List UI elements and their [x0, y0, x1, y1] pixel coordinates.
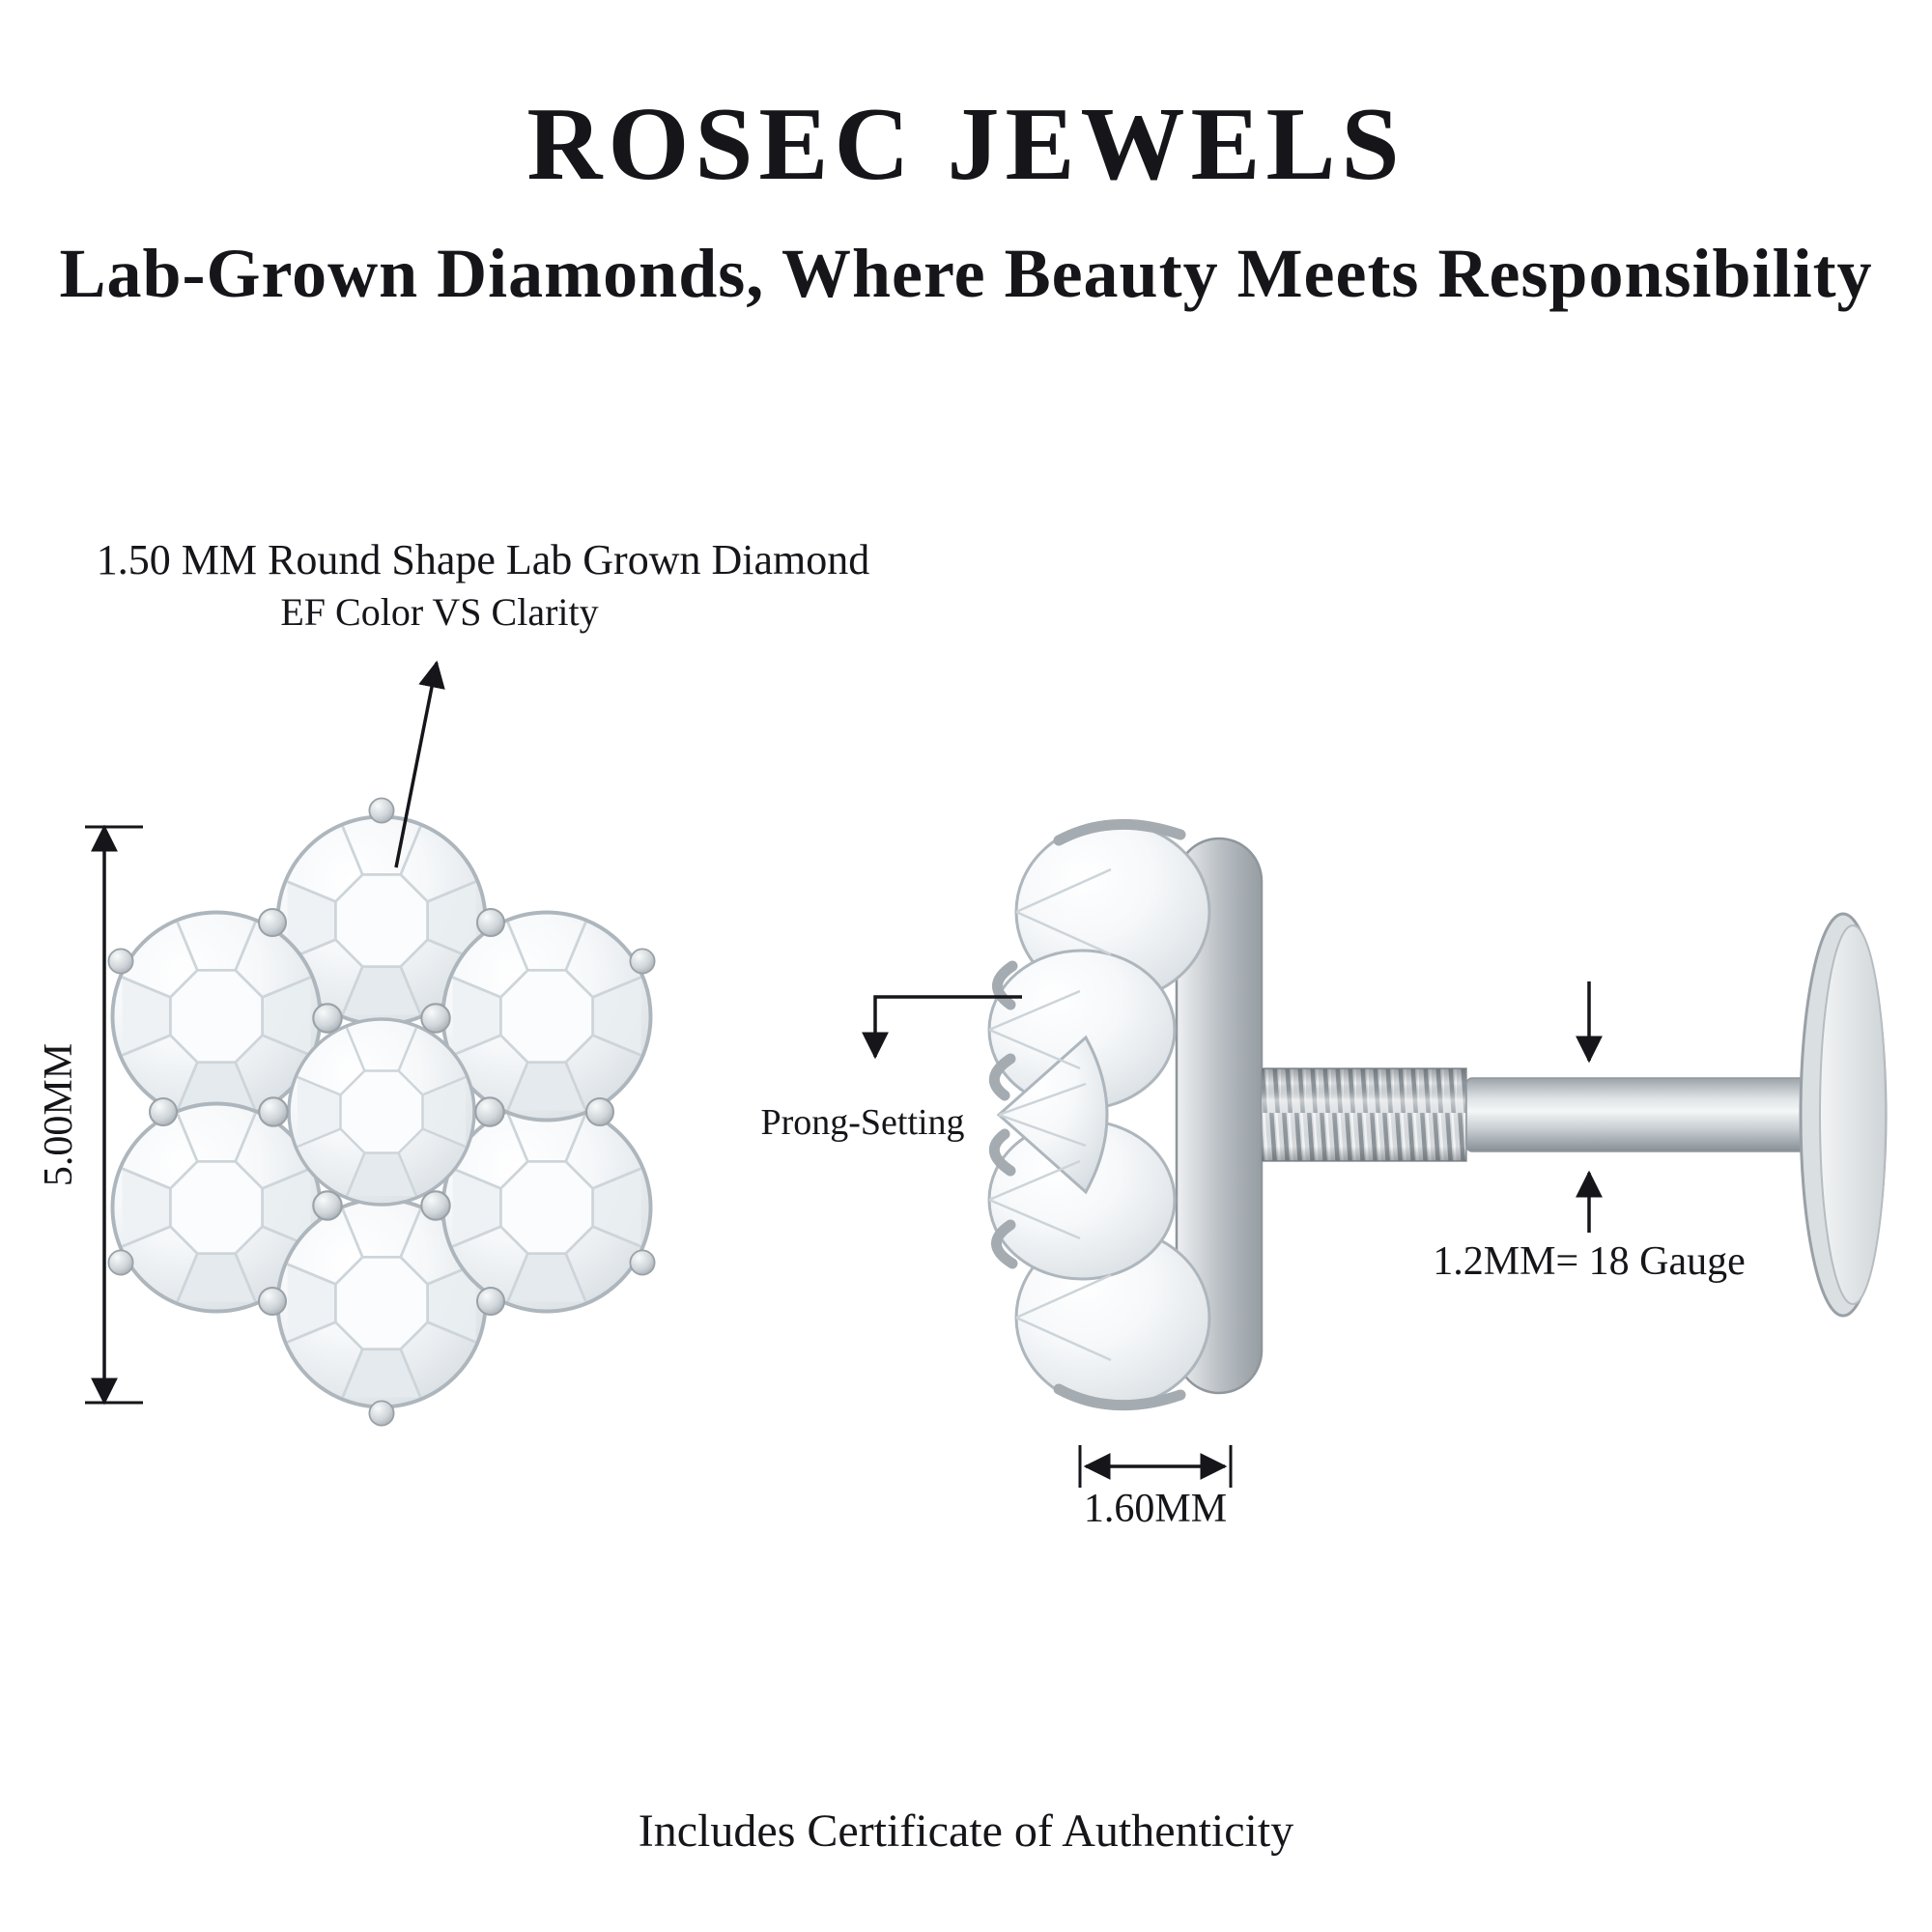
- flat-back-disc: [1799, 912, 1888, 1318]
- stone-spec-label-line1: 1.50 MM Round Shape Lab Grown Diamond: [96, 536, 870, 583]
- prong-setting-leader: [862, 995, 1022, 1060]
- gauge-label: 1.2MM= 18 Gauge: [1433, 1239, 1746, 1284]
- flower-front-view-illustration: [107, 797, 656, 1427]
- height-dimension-line: [85, 824, 143, 1406]
- threaded-post: [1261, 1067, 1467, 1162]
- certificate-note: Includes Certificate of Authenticity: [638, 1805, 1294, 1857]
- brand-title: ROSEC JEWELS: [526, 87, 1406, 202]
- prong-claws: [989, 818, 1186, 1411]
- width-dimension-label: 1.60MM: [1083, 1487, 1228, 1531]
- side-view-stones: [987, 821, 1211, 1408]
- width-dimension-line: [1078, 1445, 1233, 1488]
- stone-leader-arrow: [394, 660, 445, 868]
- height-dimension-label: 5.00MM: [37, 1042, 81, 1187]
- earring-side-view-illustration: [987, 818, 1888, 1411]
- smooth-post: [1465, 1077, 1833, 1152]
- stone-spec-label-line2: EF Color VS Clarity: [280, 590, 599, 634]
- brand-tagline: Lab-Grown Diamonds, Where Beauty Meets R…: [59, 235, 1873, 312]
- prong-setting-label: Prong-Setting: [760, 1102, 965, 1143]
- side-view-stone-facets: [988, 867, 1112, 1362]
